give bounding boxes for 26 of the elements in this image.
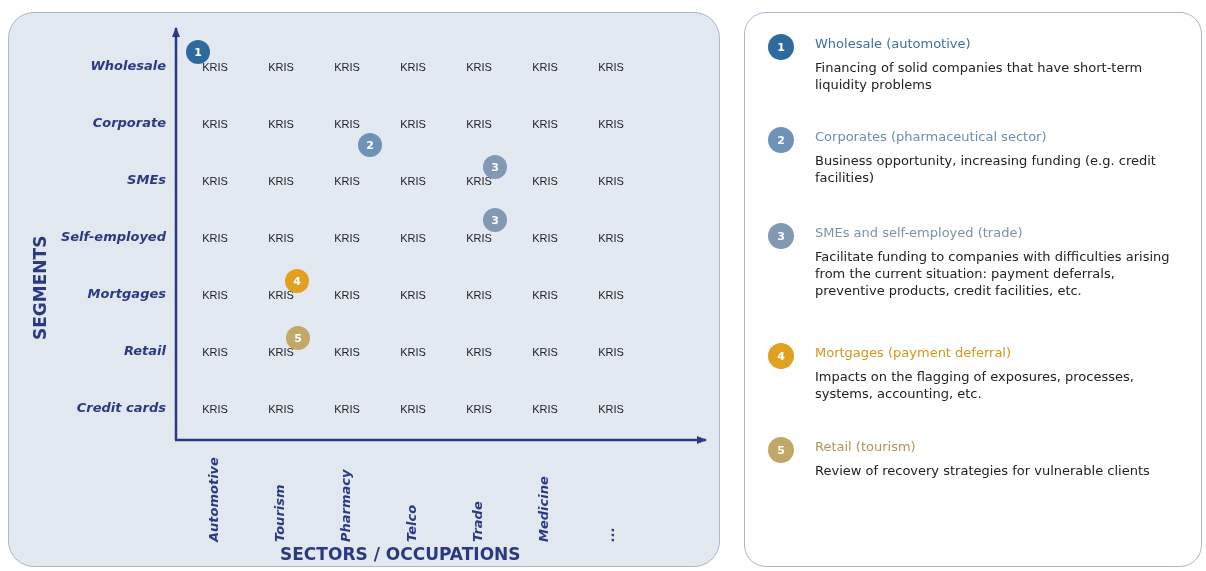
row-label: Self-employed [60, 228, 166, 244]
row-label: SMEs [127, 171, 166, 187]
column-label: Tourism [272, 484, 287, 542]
item-heading: Retail (tourism) [815, 439, 916, 454]
row-label: Wholesale [90, 57, 166, 73]
item-heading: SMEs and self-employed (trade) [815, 225, 1023, 240]
item-heading: Wholesale (automotive) [815, 36, 971, 51]
item-description: Business opportunity, increasing funding (e.g. credit facilities) [815, 152, 1157, 186]
column-label: Automotive [206, 457, 221, 542]
axis-title: SECTORS / OCCUPATIONS [280, 544, 521, 564]
column-label: Telco [404, 504, 419, 542]
column-label: Pharmacy [338, 469, 353, 542]
item-description: Impacts on the flagging of exposures, processes, systems, accounting, etc. [815, 368, 1135, 402]
item-heading: Corporates (pharmaceutical sector) [815, 129, 1047, 144]
column-label: Medicine [536, 476, 551, 542]
row-label: Credit cards [76, 399, 166, 415]
item-heading: Mortgages (payment deferral) [815, 345, 1012, 360]
column-label: Trade [470, 501, 485, 542]
item-description: Review of recovery strategies for vulnerable clients [815, 462, 1151, 479]
row-label: Retail [123, 342, 166, 358]
row-label: Mortgages [87, 285, 166, 301]
item-description: Facilitate funding to companies with difficulties arising from the current situation: payment deferrals, preventive products, credit facilities, etc. [815, 248, 1171, 299]
item-description: Financing of solid companies that have short-term liquidity problems [815, 59, 1144, 93]
column-label: ... [602, 527, 617, 542]
row-label: Corporate [92, 114, 166, 130]
axis-title: SEGMENTS [30, 235, 50, 340]
